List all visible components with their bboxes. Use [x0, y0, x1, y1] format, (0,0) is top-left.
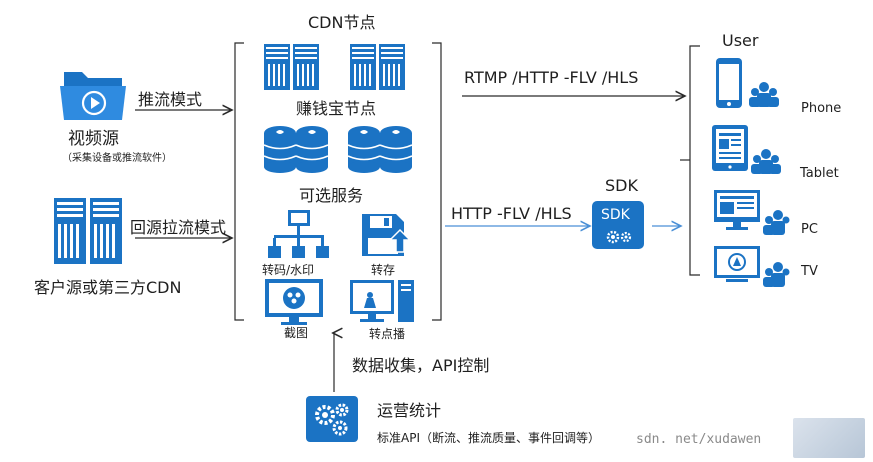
tv-icon [714, 246, 790, 287]
user-bracket [689, 45, 700, 276]
ops-note: 标准API（断流、推流质量、事件回调等） [377, 431, 600, 445]
zqb-node-label: 赚钱宝节点 [296, 99, 377, 118]
device-tablet-label: Tablet [800, 166, 839, 181]
video-source-note: （采集设备或推流软件） [62, 153, 172, 164]
optional-services-label: 可选服务 [299, 186, 364, 205]
sdk-box-label: SDK [601, 207, 630, 223]
pull-mode-label: 回源拉流模式 [130, 218, 227, 237]
video-source-label: 视频源 [68, 129, 119, 149]
ops-title: 运营统计 [377, 401, 442, 420]
service-vod-label: 转点播 [369, 327, 406, 341]
cdn-server-icon [350, 44, 405, 90]
watermark: sdn. net/xudawen [636, 432, 762, 447]
gear-icon [315, 403, 349, 436]
customer-source-label: 客户源或第三方CDN [34, 278, 182, 297]
sdk-box: SDK [592, 201, 644, 249]
device-phone-label: Phone [801, 101, 842, 116]
sdk-label: SDK [605, 176, 638, 195]
device-tv-label: TV [801, 264, 818, 279]
cdn-bracket-right [432, 42, 442, 321]
service-transcode-label: 转码/水印 [262, 263, 315, 277]
ops-icon-box [306, 396, 358, 442]
customer-server-icon [54, 198, 122, 264]
watermark-stamp [793, 418, 865, 458]
video-folder-icon [60, 72, 126, 120]
cdn-server-icon [264, 44, 319, 90]
protocol-sdk-label: HTTP -FLV /HLS [451, 204, 572, 223]
data-collect-label: 数据收集，API控制 [352, 356, 490, 375]
save-icon [362, 214, 410, 256]
gear-icon [606, 230, 632, 244]
service-storage-label: 转存 [371, 263, 396, 277]
service-screenshot-label: 截图 [284, 326, 309, 340]
database-icon [264, 126, 328, 173]
database-icon [348, 126, 412, 173]
device-pc-label: PC [801, 222, 818, 237]
protocol-top-label: RTMP /HTTP -FLV /HLS [464, 68, 639, 87]
cdn-bracket-left [234, 42, 244, 321]
push-mode-label: 推流模式 [138, 90, 203, 109]
pc-icon [714, 190, 790, 235]
monitor-icon [265, 279, 323, 325]
user-title: User [722, 31, 759, 50]
phone-icon [716, 58, 779, 108]
network-icon [268, 210, 329, 258]
cdn-title: CDN节点 [308, 13, 376, 32]
tablet-icon [712, 125, 781, 174]
computer-icon [350, 280, 414, 322]
